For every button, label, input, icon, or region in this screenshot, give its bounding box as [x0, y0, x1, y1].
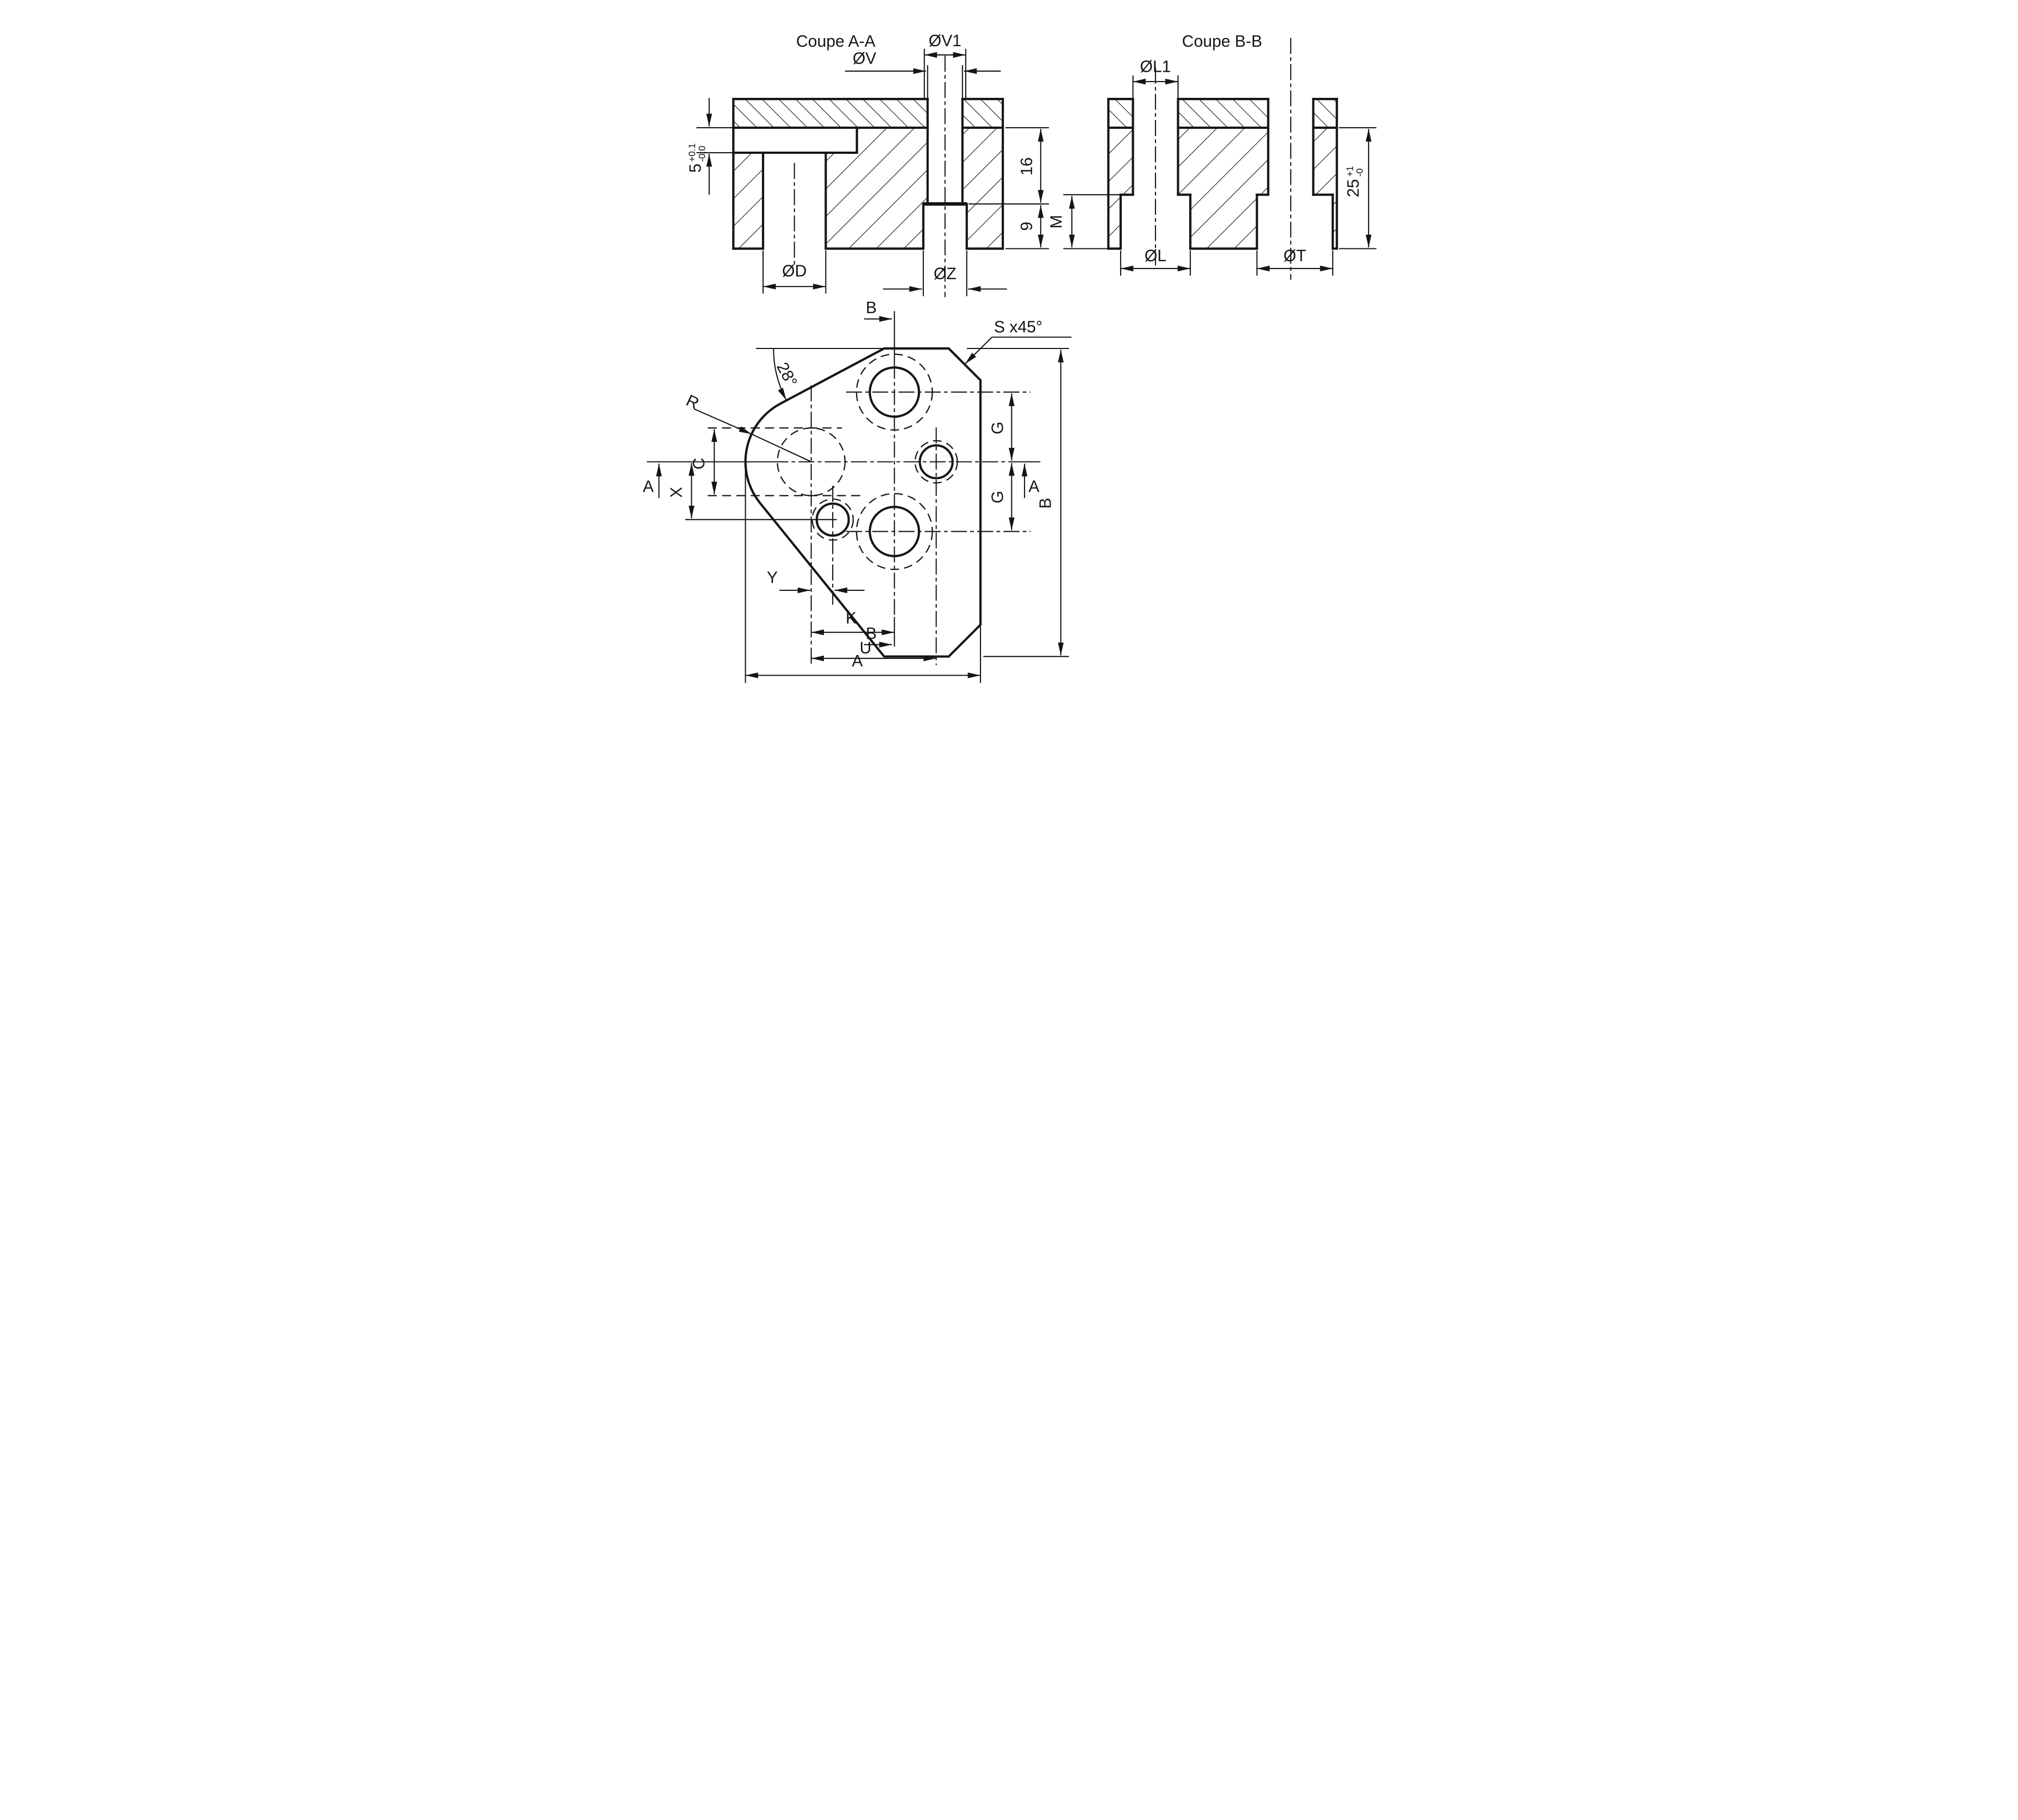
- label-radius-r: R: [683, 391, 702, 413]
- label-section-a-right: A: [1028, 478, 1040, 496]
- label-dia-l1: ØL1: [1140, 58, 1171, 76]
- section-aa-dims: [696, 48, 1049, 296]
- plan-centerlines: [685, 385, 1030, 665]
- svg-text:+1: +1: [1344, 166, 1355, 177]
- section-line-aa: [646, 461, 1040, 498]
- label-dim-u: U: [859, 639, 871, 657]
- section-bb-outline: [1107, 98, 1338, 250]
- svg-text:-0: -0: [1354, 169, 1365, 177]
- engineering-drawing: Coupe A-A: [628, 0, 1390, 687]
- plan-dims: [688, 336, 1071, 683]
- label-dia-z: ØZ: [933, 265, 956, 283]
- plan-view: A A B B: [642, 299, 1071, 683]
- svg-text:5: 5: [686, 164, 704, 173]
- label-dim-c: C: [690, 458, 708, 470]
- label-chamfer-note: S x45°: [994, 319, 1042, 336]
- section-bb: Coupe B-B: [1047, 33, 1376, 280]
- label-section-b-top: B: [865, 299, 876, 317]
- drawing-sheet: Coupe A-A: [628, 0, 1390, 687]
- label-dim-g-upper: G: [989, 422, 1007, 434]
- section-line-bb: [864, 311, 895, 648]
- label-tol-5: 5 +0.1 -0.0: [686, 144, 707, 173]
- section-aa-hatching: [733, 99, 1003, 249]
- label-dim-a: A: [852, 652, 863, 670]
- svg-text:-0.0: -0.0: [696, 146, 707, 162]
- svg-text:+0.1: +0.1: [686, 144, 697, 162]
- label-angle-28: 28°: [773, 359, 801, 390]
- label-section-a-left: A: [642, 478, 654, 496]
- section-aa-outline: [732, 98, 1004, 250]
- label-dia-t: ØT: [1283, 247, 1306, 265]
- label-dia-d: ØD: [782, 262, 807, 280]
- label-dia-v: ØV: [852, 50, 876, 68]
- label-dim-g-lower: G: [989, 491, 1007, 503]
- label-dia-v1: ØV1: [928, 32, 961, 50]
- label-dim-k: K: [846, 609, 857, 627]
- label-dim-b: B: [1036, 498, 1054, 509]
- section-bb-hatching: [1108, 99, 1337, 249]
- plan-outline: [744, 347, 982, 658]
- section-bb-dims: [1063, 75, 1376, 276]
- label-dim-m: M: [1047, 215, 1065, 228]
- label-dim-y: Y: [766, 569, 777, 587]
- label-dia-l: ØL: [1144, 247, 1166, 265]
- label-dim-16: 16: [1018, 157, 1036, 176]
- section-bb-title: Coupe B-B: [1182, 33, 1262, 51]
- section-aa: Coupe A-A: [686, 32, 1049, 297]
- section-aa-title: Coupe A-A: [796, 33, 876, 51]
- label-dim-x: X: [667, 487, 685, 498]
- svg-text:25: 25: [1345, 179, 1363, 197]
- label-tol-25: 25 +1 -0: [1344, 166, 1365, 197]
- label-dim-9: 9: [1018, 222, 1036, 231]
